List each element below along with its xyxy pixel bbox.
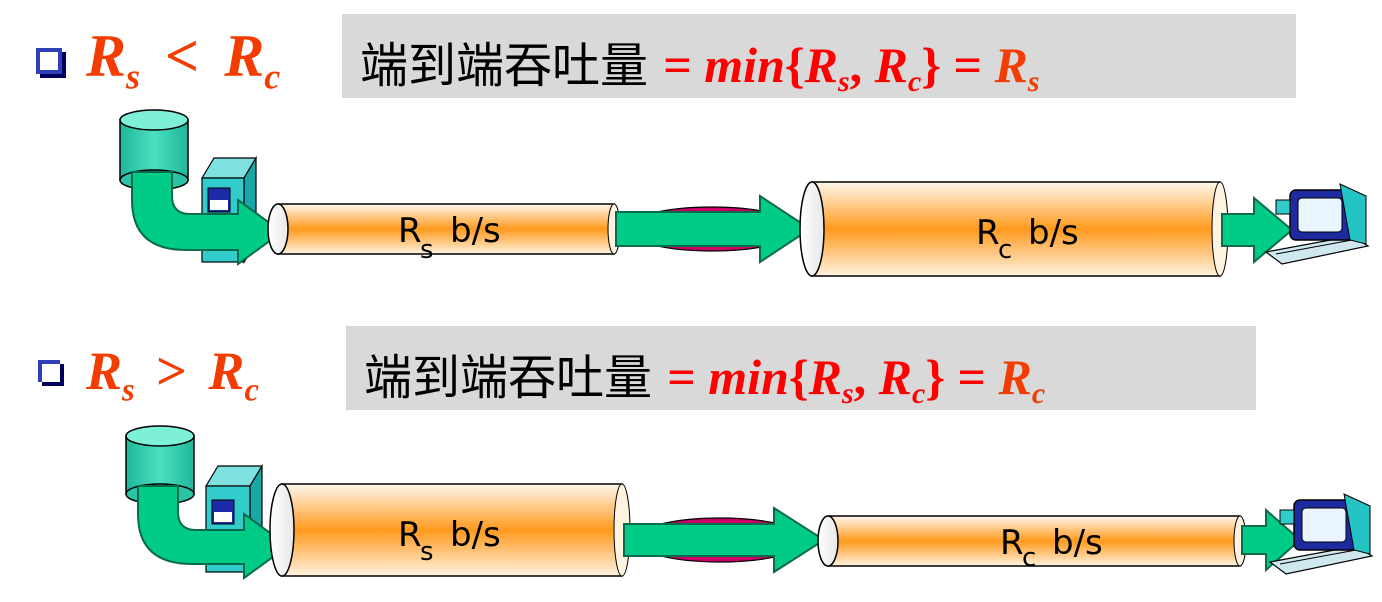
pipe-rc-1	[799, 181, 1229, 277]
pipe-unit-rs-1: b/s	[450, 211, 501, 251]
pipe-unit-rc-1: b/s	[1028, 213, 1079, 253]
pipe-rs-1	[267, 203, 621, 255]
pipe-sub-rc-1: c	[998, 235, 1012, 265]
bullet-square-icon	[36, 48, 62, 74]
throughput-banner-1: 端到端吞吐量 = min{Rs, Rc} = Rs	[342, 14, 1296, 98]
pipe-label-rc-1: R	[976, 213, 1000, 253]
throughput-label: 端到端吞吐量	[360, 38, 649, 94]
arrow-to-client-2	[1241, 507, 1302, 573]
pipe-sub-rs-2: s	[420, 537, 434, 567]
pipe-sub-rs-1: s	[420, 235, 434, 265]
arrow-to-client-1	[1221, 195, 1294, 265]
throughput-banner-2: 端到端吞吐量 = min{Rs, Rc} = Rc	[346, 326, 1256, 410]
throughput-label: 端到端吞吐量	[364, 350, 653, 406]
link-1	[615, 194, 812, 264]
client-computer-icon-2	[1268, 493, 1374, 575]
pipe-rc-2	[817, 515, 1247, 567]
pipe-sub-rc-2: c	[1022, 543, 1036, 573]
pipe-unit-rs-2: b/s	[450, 515, 501, 555]
bullet-square-icon	[38, 360, 60, 382]
pipe-label-rs-2: R	[398, 515, 422, 555]
min-formula: = min{Rs, Rc} = Rc	[667, 349, 1046, 410]
pipe-unit-rc-2: b/s	[1052, 523, 1103, 563]
link-2	[623, 506, 826, 574]
pipe-label-rs-1: R	[398, 211, 422, 251]
client-computer-icon-1	[1264, 183, 1370, 265]
min-formula: = min{Rs, Rc} = Rs	[663, 37, 1040, 98]
condition-rs-greater-rc: Rs > Rc	[86, 341, 259, 409]
server-icon-1	[119, 109, 284, 266]
condition-rs-less-rc: Rs < Rc	[86, 23, 281, 97]
server-icon-2	[125, 425, 290, 580]
pipe-label-rc-2: R	[1000, 523, 1024, 563]
